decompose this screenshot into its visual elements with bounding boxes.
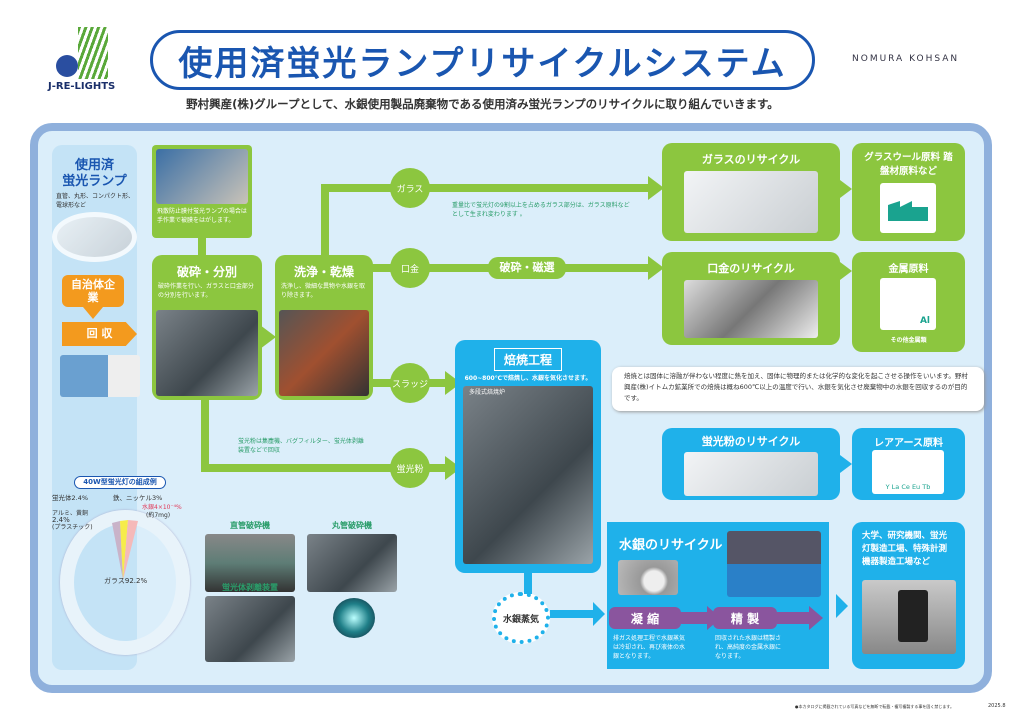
furnace-label: 多段式焙焼炉 — [469, 389, 506, 396]
phosphor-recycle-title: 蛍光粉のリサイクル — [701, 435, 801, 448]
round-crusher-photo — [307, 534, 397, 592]
condense-label: 凝 縮 — [609, 607, 681, 629]
wash-step-box: 洗浄・乾燥 洗浄し、微細な異物や水銀を取り除きます。 — [275, 255, 373, 400]
rare-earth-icon: Y La Ce Eu Tb — [872, 450, 944, 494]
mercury-pct: 水銀4×10⁻⁴% — [142, 504, 182, 511]
cap-recycle-box: 口金のリサイクル — [662, 252, 840, 345]
logo-mark-icon — [56, 55, 78, 77]
wedge-aluminum — [112, 521, 123, 580]
rare-earth-box: レアアース原料 Y La Ce Eu Tb — [852, 428, 965, 500]
refine-desc: 回収された水銀は精製され、高純度の金属水銀になります。 — [715, 635, 782, 660]
mercury-facility-photo — [727, 531, 821, 597]
separator-closeup-photo — [333, 598, 375, 638]
glass-use-box: グラスウール原料 踏盤材原料など — [852, 143, 965, 241]
metal-caps-photo — [684, 280, 818, 338]
phosphor-separator-label: 蛍光体剥離装置 — [222, 583, 278, 592]
glass-note: 重量比で蛍光灯の9割以上を占めるガラス部分は、ガラス原料などとして生まれ変わりま… — [452, 202, 630, 218]
glass-cullet-photo — [684, 171, 818, 233]
phosphor-pct: 蛍光体2.4% — [52, 494, 89, 502]
logo-text: J-RE-LIGHTS — [48, 81, 116, 92]
down-arrow-icon — [83, 307, 103, 319]
mercury-recycle-box: 水銀のリサイクル 凝 縮 精 製 排ガス処理工程で水銀蒸気は冷却され、再び液体の… — [607, 522, 829, 669]
logo-stripes-icon — [78, 27, 108, 79]
glass-recycle-box: ガラスのリサイクル — [662, 143, 840, 241]
crush-title: 破砕・分別 — [176, 265, 237, 279]
magnetic-separation-label: 破砕・磁選 — [488, 257, 566, 279]
roasting-desc: 600~800℃で焙焼し、水銀を気化させます。 — [464, 375, 592, 382]
crusher-photo — [156, 310, 258, 396]
manual-work-photo — [156, 149, 248, 204]
straight-crusher-photo — [205, 534, 295, 592]
logo: J-RE-LIGHTS — [48, 25, 123, 95]
collection-label: 回 収 — [62, 322, 137, 346]
title-banner: 使用済蛍光ランプリサイクルシステム — [150, 30, 815, 90]
footer-notice: ●本カタログに掲載されている写真などを無断で転載・複写複製する事を固く禁じます。 — [795, 704, 954, 709]
metal-icon: Al — [880, 278, 936, 330]
roasting-box: 焙焼工程 600~800℃で焙焼し、水銀を気化させます。 多段式焙焼炉 — [455, 340, 601, 573]
mercury-drop-photo — [618, 560, 678, 595]
washer-photo — [279, 310, 369, 396]
wedge-phosphor — [120, 520, 128, 580]
phosphor-note: 蛍光粉は集塵機、バグフィルター、蛍光体剥離装置などで回収 — [238, 438, 364, 454]
mercury-users-box: 大学、研究機関、蛍光灯製造工場、特殊計測機器製造工場など — [852, 522, 965, 669]
wash-title: 洗浄・乾燥 — [293, 265, 354, 279]
metal-sub-label: その他金属類 — [890, 337, 927, 344]
metal-label: 金属原料 — [888, 264, 929, 275]
footer-date: 2025.8 — [988, 703, 1006, 709]
cap-recycle-title: 口金のリサイクル — [707, 262, 795, 275]
lamp-photo — [52, 212, 137, 262]
company-name: NOMURA KOHSAN — [852, 54, 960, 64]
round-crusher-label: 丸管破砕機 — [332, 521, 372, 530]
glass-pct: ガラス92.2% — [104, 577, 148, 585]
manual-step-box: 飛散防止膜付蛍光ランプの場合は手作業で被膜をはがします。 — [152, 145, 252, 238]
phosphor-separator-photo — [205, 596, 295, 662]
branch-phosphor: 蛍光粉 — [390, 448, 430, 488]
metal-box: 金属原料 Al その他金属類 — [852, 252, 965, 352]
wash-desc: 洗浄し、微細な異物や水銀を取り除きます。 — [281, 283, 366, 299]
branch-glass: ガラス — [390, 168, 430, 208]
arrow-icon — [260, 325, 276, 349]
rare-earth-label: レアアース原料 — [874, 438, 943, 449]
glass-recycle-title: ガラスのリサイクル — [701, 153, 801, 166]
manual-note: 飛散防止膜付蛍光ランプの場合は手作業で被膜をはがします。 — [157, 208, 247, 224]
glass-use-label: グラスウール原料 踏盤材原料など — [864, 152, 953, 177]
branch-sludge: スラッジ — [390, 363, 430, 403]
crush-desc: 破砕作業を行い、ガラスと口金部分の分別を行います。 — [158, 283, 254, 299]
mercury-recycle-title: 水銀のリサイクル — [619, 538, 723, 553]
mercury-users-label: 大学、研究機関、蛍光灯製造工場、特殊計測機器製造工場など — [862, 531, 948, 567]
composition-title: 40W型蛍光灯の組成例 — [74, 476, 166, 489]
truck-photo — [60, 355, 140, 397]
lamp-types: 直管、丸形、コンパクト形、電球形など — [56, 193, 135, 209]
furnace-photo — [463, 386, 593, 564]
condense-desc: 排ガス処理工程で水銀蒸気は冷却され、再び液体の水銀となります。 — [613, 635, 686, 660]
phosphor-recycle-box: 蛍光粉のリサイクル — [662, 428, 840, 500]
factory-icon — [880, 183, 936, 233]
crush-step-box: 破砕・分別 破砕作業を行い、ガラスと口金部分の分別を行います。 — [152, 255, 262, 400]
roasting-explanation: 焙焼とは固体に溶融が伴わない程度に熱を加え、固体に物理的または化学的な変化を起こ… — [612, 367, 984, 411]
municipality-label: 自治体企業 — [62, 275, 124, 307]
straight-crusher-label: 直管破砕機 — [230, 521, 270, 530]
page-title: 使用済蛍光ランプリサイクルシステム — [178, 43, 787, 84]
source-title: 使用済蛍光ランプ — [62, 158, 127, 189]
wedge-iron — [123, 520, 138, 580]
mercury-mg: (約7mg) — [146, 512, 171, 519]
subtitle: 野村興産(株)グループとして、水銀使用製品廃棄物である使用済み蛍光ランプのリサイ… — [186, 97, 779, 111]
mercury-vapor-bubble: 水銀蒸気 — [492, 592, 550, 644]
composition-wedges — [112, 520, 138, 580]
refine-label: 精 製 — [713, 607, 777, 629]
iron-pct: 鉄、ニッケル3% — [113, 494, 163, 502]
phosphor-powder-photo — [684, 452, 818, 496]
branch-cap: 口金 — [390, 248, 430, 288]
roasting-title: 焙焼工程 — [494, 348, 562, 371]
mercury-product-photo — [862, 580, 956, 654]
